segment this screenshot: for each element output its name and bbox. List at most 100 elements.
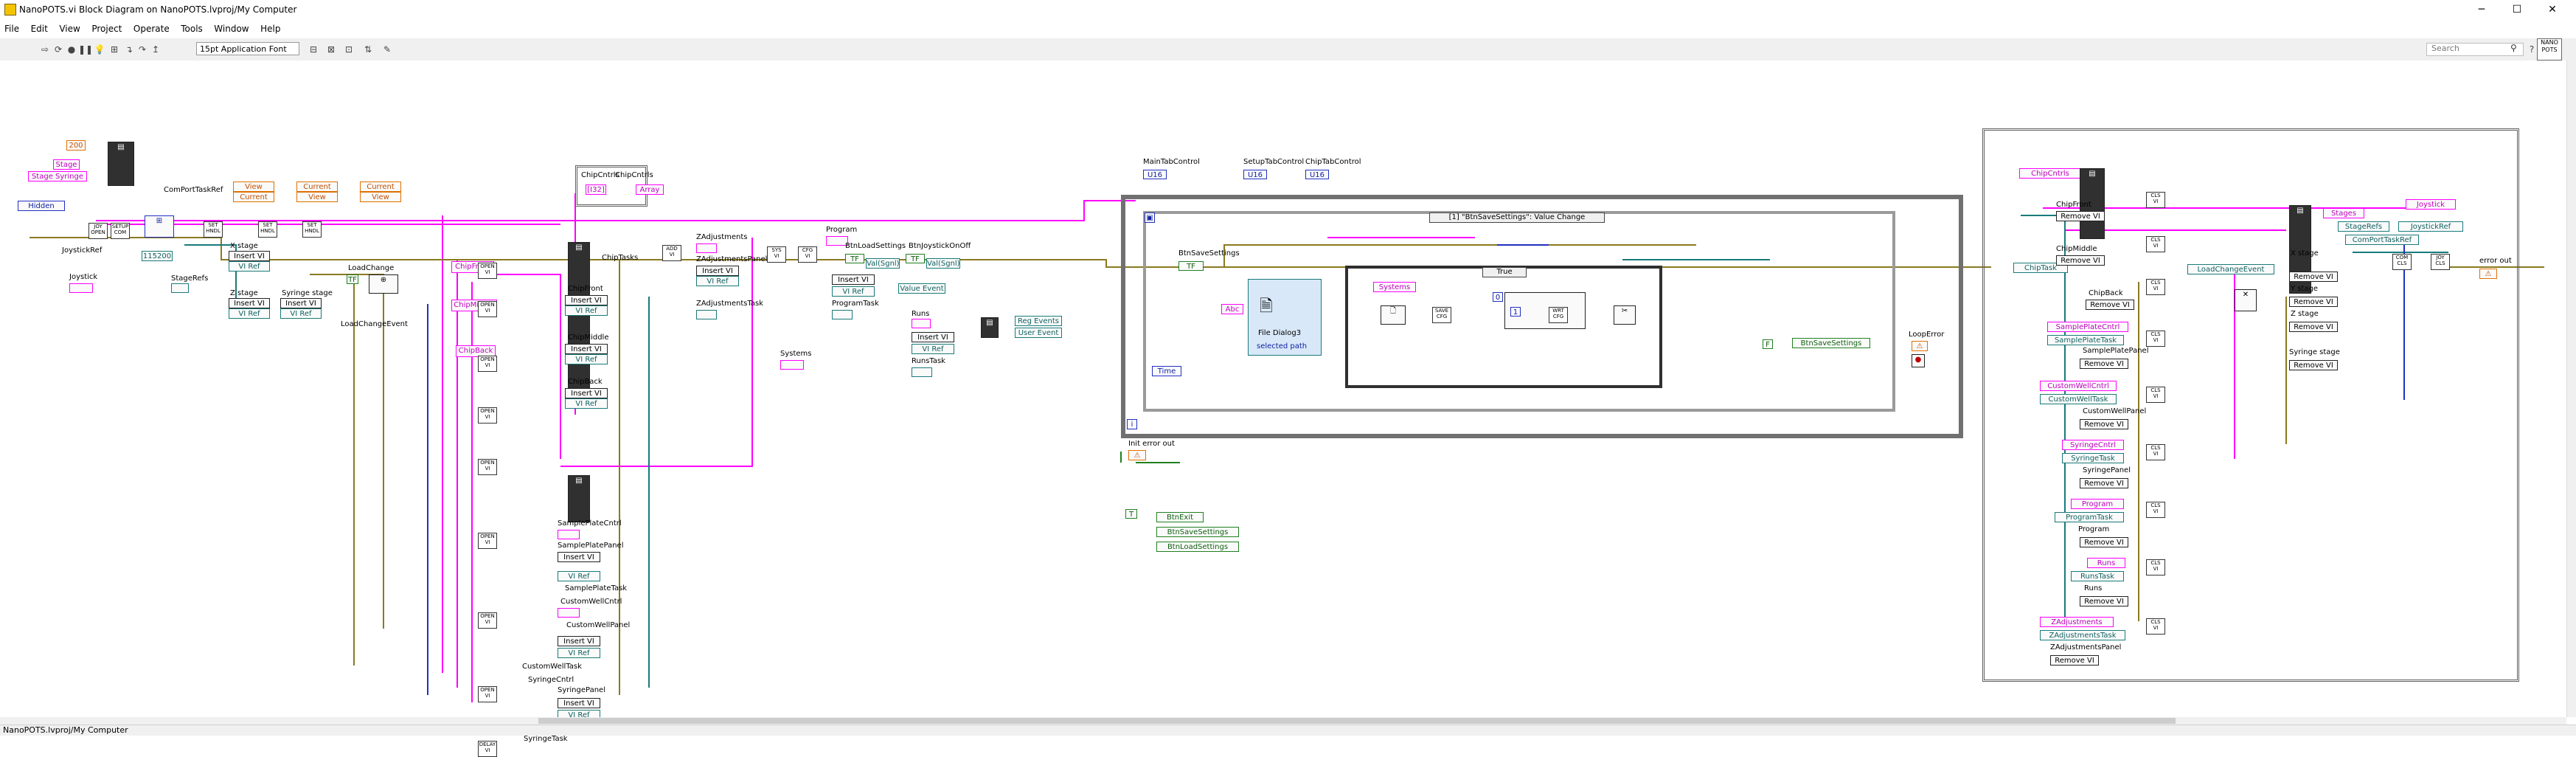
open-file-node[interactable]: 🗋	[1381, 305, 1406, 325]
menu-help[interactable]: Help	[260, 24, 281, 34]
remove-vi-chip-front[interactable]: Remove VI	[2056, 211, 2105, 221]
chip-tab-control-terminal[interactable]: U16	[1305, 170, 1329, 179]
menu-operate[interactable]: Operate	[133, 24, 170, 34]
view-property-node[interactable]: View	[233, 182, 274, 192]
const-115200[interactable]: 115200	[142, 251, 173, 261]
joystick-ref-local-variable[interactable]: JoystickRef	[2398, 221, 2463, 232]
close-icon[interactable]: ✕	[2548, 4, 2557, 15]
project-context-label[interactable]: NanoPOTS.lvproj/My Computer	[3, 725, 128, 735]
joystick-local-variable[interactable]: Joystick	[2406, 199, 2456, 210]
vi-ref-chip-back[interactable]: VI Ref	[565, 398, 608, 409]
stage-constant[interactable]: Stage	[53, 159, 80, 170]
vi-ref-chip-front[interactable]: VI Ref	[565, 305, 608, 316]
chip-cntrls-array-indicator[interactable]: [I32]	[586, 184, 606, 195]
program-task-refnum[interactable]	[832, 310, 853, 319]
current-property-node-2[interactable]: Current	[296, 182, 338, 192]
stage-refs-refnum[interactable]	[171, 283, 189, 293]
runs-refnum[interactable]	[912, 319, 931, 328]
flat-sequence-frame[interactable]	[1982, 128, 2519, 682]
index-array-chip-node[interactable]: ▤	[2080, 168, 2105, 239]
close-file-node[interactable]: ✂	[1614, 305, 1636, 325]
hidden-constant[interactable]: Hidden	[18, 201, 65, 211]
runs-task-local-variable[interactable]: RunsTask	[2071, 571, 2124, 581]
z-adjustments-task-refnum[interactable]	[696, 310, 717, 319]
program-local-variable[interactable]: Program	[2071, 499, 2124, 509]
step-into-icon[interactable]: ↴	[125, 44, 133, 55]
btn-load-settings-terminal[interactable]: TF	[845, 254, 864, 263]
custom-well-cntrl-refnum[interactable]	[558, 608, 580, 618]
syringe-cntrl-local-variable[interactable]: SyringeCntrl	[2062, 440, 2124, 450]
init-error-out-terminal[interactable]: ⚠	[1128, 450, 1146, 460]
build-array-chip-node-2[interactable]: ▤	[568, 475, 590, 522]
load-change-terminal[interactable]: TF	[347, 274, 358, 284]
insert-vi-chip-back[interactable]: Insert VI	[565, 388, 608, 398]
view-property-node-3[interactable]: View	[360, 192, 401, 202]
build-array-chip-node[interactable]: ▤	[568, 242, 590, 390]
btn-load-settings-local-variable[interactable]: BtnLoadSettings	[1156, 542, 1239, 552]
custom-well-cntrl-local-variable[interactable]: CustomWellCntrl	[2040, 381, 2117, 391]
menu-project[interactable]: Project	[91, 24, 122, 34]
insert-vi-syringe-stage[interactable]: Insert VI	[280, 298, 322, 308]
load-change-event-local-variable[interactable]: LoadChangeEvent	[2187, 264, 2274, 274]
insert-vi-runs[interactable]: Insert VI	[912, 332, 954, 342]
menu-edit[interactable]: Edit	[30, 24, 48, 34]
create-user-event-node[interactable]: ⊕	[369, 274, 398, 294]
insert-vi-syringe[interactable]: Insert VI	[558, 698, 600, 708]
remove-vi-custom-well[interactable]: Remove VI	[2080, 419, 2128, 429]
remove-vi-y-stage[interactable]: Remove VI	[2289, 297, 2338, 307]
btn-exit-local-variable[interactable]: BtnExit	[1156, 512, 1204, 522]
comport-subvi[interactable]: ⊞	[145, 215, 174, 238]
remove-vi-syringe-stage[interactable]: Remove VI	[2289, 360, 2338, 370]
custom-well-task-local-variable[interactable]: CustomWellTask	[2040, 394, 2117, 404]
sample-plate-cntrl-local-variable[interactable]: SamplePlateCntrl	[2047, 322, 2128, 332]
cleanup-diagram-icon[interactable]: ✎	[383, 44, 392, 55]
main-tab-control-terminal[interactable]: U16	[1143, 170, 1167, 179]
vi-ref-custom-well[interactable]: VI Ref	[558, 648, 600, 658]
comport-task-ref-local-variable[interactable]: ComPortTaskRef	[2345, 235, 2419, 245]
highlight-execution-icon[interactable]: 💡	[94, 44, 105, 55]
current-property-node[interactable]: Current	[233, 192, 274, 202]
stop-terminal[interactable]: ●	[1912, 354, 1925, 367]
remove-vi-syringe[interactable]: Remove VI	[2080, 478, 2128, 488]
distribute-objects-icon[interactable]: ⊠	[327, 44, 336, 55]
index-constant[interactable]: 0	[1493, 292, 1503, 302]
while-loop-structure[interactable]	[1121, 195, 1963, 438]
runs-task-refnum[interactable]	[912, 367, 932, 377]
menu-view[interactable]: View	[59, 24, 80, 34]
step-out-icon[interactable]: ↥	[151, 44, 160, 55]
insert-vi-x-stage[interactable]: Insert VI	[229, 251, 270, 261]
remove-vi-z-stage[interactable]: Remove VI	[2289, 322, 2338, 332]
btn-save-settings-local-variable[interactable]: BtnSaveSettings	[1792, 338, 1870, 348]
btn-save-settings-local-variable-2[interactable]: BtnSaveSettings	[1156, 527, 1239, 537]
insert-vi-chip-front[interactable]: Insert VI	[565, 295, 608, 305]
bundle-node[interactable]: ▤	[981, 317, 999, 338]
insert-vi-chip-middle[interactable]: Insert VI	[565, 344, 608, 354]
vi-ref-z-stage[interactable]: VI Ref	[229, 308, 270, 319]
remove-vi-z-adjustments[interactable]: Remove VI	[2050, 655, 2099, 666]
run-continuously-icon[interactable]: ⟳	[54, 44, 63, 55]
string-constant[interactable]: Abc	[1221, 304, 1243, 314]
help-icon[interactable]: ?	[2529, 44, 2535, 55]
val-sgnl-property-node-2[interactable]: Val(Sgnl)	[926, 258, 960, 269]
align-objects-icon[interactable]: ⊟	[309, 44, 318, 55]
program-refnum[interactable]	[826, 236, 848, 246]
remove-vi-runs[interactable]: Remove VI	[2080, 596, 2128, 606]
remove-vi-chip-middle[interactable]: Remove VI	[2056, 255, 2105, 266]
syringe-task-local-variable[interactable]: SyringeTask	[2062, 453, 2124, 463]
menu-window[interactable]: Window	[214, 24, 249, 34]
